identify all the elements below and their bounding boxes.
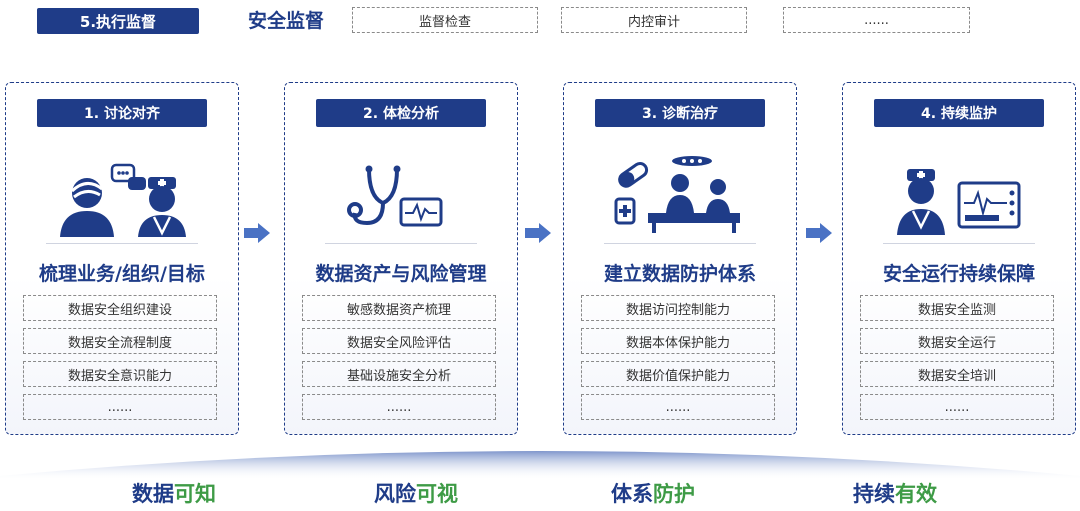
panel-icon-area <box>843 147 1075 239</box>
panel-checkup: 2. 体检分析 数据资产与风险管理 敏感数据资产梳理 数据安全风险评估 基础设施… <box>284 82 518 435</box>
list-item: 敏感数据资产梳理 <box>302 295 496 321</box>
patient-doctor-icon <box>60 163 186 237</box>
supervision-item: 内控审计 <box>561 7 747 33</box>
panel-icon-area <box>285 147 517 239</box>
goal-label: 数据可知 <box>132 478 216 508</box>
panel-tag: 2. 体检分析 <box>316 99 486 127</box>
base-wave <box>0 451 1080 480</box>
panel-title: 数据资产与风险管理 <box>315 263 487 285</box>
panel-divider <box>604 243 756 244</box>
panel-item-list: 数据安全监测 数据安全运行 数据安全培训 ...... <box>860 295 1054 427</box>
supervision-tag: 5.执行监督 <box>37 8 199 34</box>
goal-label: 体系防护 <box>611 478 695 508</box>
list-item: 数据访问控制能力 <box>581 295 775 321</box>
list-item: ...... <box>23 394 217 420</box>
list-item: 数据安全运行 <box>860 328 1054 354</box>
panel-divider <box>46 243 198 244</box>
supervision-bar: 5.执行监督 安全监督 监督检查 内控审计 ...... <box>0 0 1080 40</box>
panel-icon-area <box>6 147 238 239</box>
goal-accent: 有效 <box>895 482 937 506</box>
list-item: 数据安全意识能力 <box>23 361 217 387</box>
panel-tag: 4. 持续监护 <box>874 99 1044 127</box>
goal-label: 风险可视 <box>374 478 458 508</box>
list-item: 数据安全组织建设 <box>23 295 217 321</box>
panel-diagnosis: 3. 诊断治疗 建立数据防护体系 数据访问控制能力 <box>563 82 797 435</box>
list-item: 数据价值保护能力 <box>581 361 775 387</box>
supervision-title: 安全监督 <box>248 10 325 32</box>
panel-discussion: 1. 讨论对齐 梳理业务/组织/目标 数据安全组织建设 数据安全流程制度 数据安… <box>5 82 239 435</box>
panel-title: 梳理业务/组织/目标 <box>39 263 205 285</box>
list-item: 基础设施安全分析 <box>302 361 496 387</box>
goal-main: 风险 <box>374 482 416 506</box>
panel-title: 建立数据防护体系 <box>603 263 756 285</box>
list-item: 数据安全流程制度 <box>23 328 217 354</box>
list-item: ...... <box>302 394 496 420</box>
arrow-right-icon <box>806 223 832 243</box>
panel-tag: 3. 诊断治疗 <box>595 99 765 127</box>
panel-icon-area <box>564 147 796 239</box>
stethoscope-monitor-icon <box>347 165 443 227</box>
goal-main: 体系 <box>611 482 653 506</box>
panel-item-list: 数据访问控制能力 数据本体保护能力 数据价值保护能力 ...... <box>581 295 775 427</box>
supervision-item: 监督检查 <box>352 7 538 33</box>
panel-divider <box>325 243 477 244</box>
doctor-monitor-icon <box>897 169 1021 235</box>
panel-item-list: 数据安全组织建设 数据安全流程制度 数据安全意识能力 ...... <box>23 295 217 427</box>
arrow-right-icon <box>244 223 270 243</box>
goal-main: 数据 <box>132 482 174 506</box>
list-item: ...... <box>860 394 1054 420</box>
list-item: 数据安全风险评估 <box>302 328 496 354</box>
goal-accent: 可视 <box>416 482 458 506</box>
panel-item-list: 敏感数据资产梳理 数据安全风险评估 基础设施安全分析 ...... <box>302 295 496 427</box>
goal-accent: 防护 <box>653 482 695 506</box>
list-item: 数据安全培训 <box>860 361 1054 387</box>
list-item: ...... <box>581 394 775 420</box>
supervision-item: ...... <box>783 7 970 33</box>
panel-title: 安全运行持续保障 <box>882 263 1035 285</box>
panel-divider <box>883 243 1035 244</box>
panel-monitoring: 4. 持续监护 安全运行持续保障 数据安全监测 数据安全运行 数据安全培训 ..… <box>842 82 1076 435</box>
goal-main: 持续 <box>853 482 895 506</box>
goal-label: 持续有效 <box>853 478 937 508</box>
surgery-icon <box>614 156 740 233</box>
list-item: 数据安全监测 <box>860 295 1054 321</box>
goal-accent: 可知 <box>174 482 216 506</box>
arrow-right-icon <box>525 223 551 243</box>
list-item: 数据本体保护能力 <box>581 328 775 354</box>
panel-tag: 1. 讨论对齐 <box>37 99 207 127</box>
